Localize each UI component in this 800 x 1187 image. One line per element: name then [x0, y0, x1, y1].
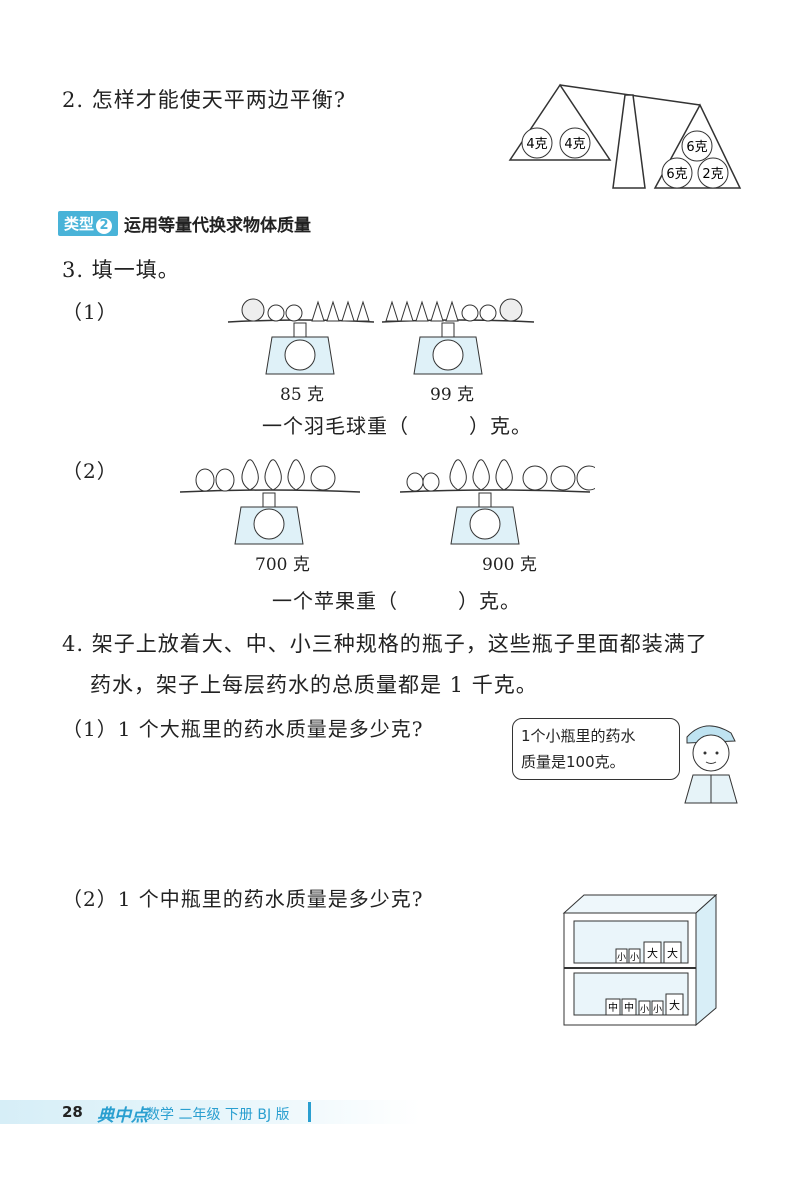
question-4-line-2: 药水，架子上每层药水的总质量都是 1 千克。 — [90, 673, 538, 697]
type-number: 2 — [96, 218, 113, 234]
brand-logo: 典中点 — [97, 1106, 148, 1126]
fruit-scales-illustration — [179, 459, 595, 545]
hint-speech-bubble: 1个小瓶里的药水 质量是100克。 — [512, 718, 680, 780]
hint-line-1: 1个小瓶里的药水 — [521, 727, 636, 745]
answer-line-apple: 一个苹果重（）克。 — [272, 589, 521, 613]
badminton-scales-illustration — [227, 298, 535, 375]
footer-band — [0, 1100, 420, 1124]
bottle-top-2: 小 — [630, 952, 639, 963]
question-4-line-1: 4. 架子上放着大、中、小三种规格的瓶子，这些瓶子里面都装满了 — [62, 632, 708, 656]
question-3-part-2-label: （2） — [62, 459, 118, 483]
bottle-bottom-1: 中 — [608, 1001, 618, 1014]
bottle-bottom-5: 大 — [669, 998, 680, 1012]
weight-left-1: 4克 — [526, 137, 547, 152]
balance-scale-illustration: 4克 4克 6克 6克 2克 — [508, 83, 742, 189]
scale-1-right-weight: 99 克 — [430, 385, 475, 405]
question-3-part-1-label: （1） — [62, 300, 118, 324]
bottle-bottom-3: 小 — [640, 1004, 649, 1015]
page-number: 28 — [62, 1103, 83, 1121]
boy-character-illustration — [684, 725, 738, 804]
book-title: 数学 二年级 下册 BJ 版 — [146, 1107, 290, 1123]
question-2-text: 2. 怎样才能使天平两边平衡? — [62, 88, 346, 112]
scale-2-right-weight: 900 克 — [482, 555, 537, 575]
weight-right-bottom-1: 6克 — [666, 167, 687, 182]
question-4-part-2: （2）1 个中瓶里的药水质量是多少克? — [62, 887, 424, 911]
answer-line-badminton: 一个羽毛球重（）克。 — [262, 414, 532, 438]
bottle-bottom-4: 小 — [653, 1004, 662, 1015]
bottle-top-3: 大 — [647, 946, 658, 960]
scale-1-left-weight: 85 克 — [280, 385, 325, 405]
bottle-top-1: 小 — [617, 952, 626, 963]
scale-2-left-weight: 700 克 — [255, 555, 310, 575]
bottle-top-4: 大 — [667, 946, 678, 960]
bottle-bottom-2: 中 — [624, 1001, 634, 1014]
weight-left-2: 4克 — [564, 137, 585, 152]
question-3-text: 3. 填一填。 — [62, 258, 180, 282]
question-4-part-1: （1）1 个大瓶里的药水质量是多少克? — [62, 717, 424, 741]
type-title: 运用等量代换求物体质量 — [124, 216, 312, 236]
footer-divider — [308, 1102, 311, 1122]
hint-line-2: 质量是100克。 — [521, 753, 625, 771]
shelf-illustration: 小 小 大 大 中 中 小 小 大 — [562, 893, 718, 1027]
weight-right-bottom-2: 2克 — [702, 167, 723, 182]
weight-right-top: 6克 — [686, 140, 707, 155]
